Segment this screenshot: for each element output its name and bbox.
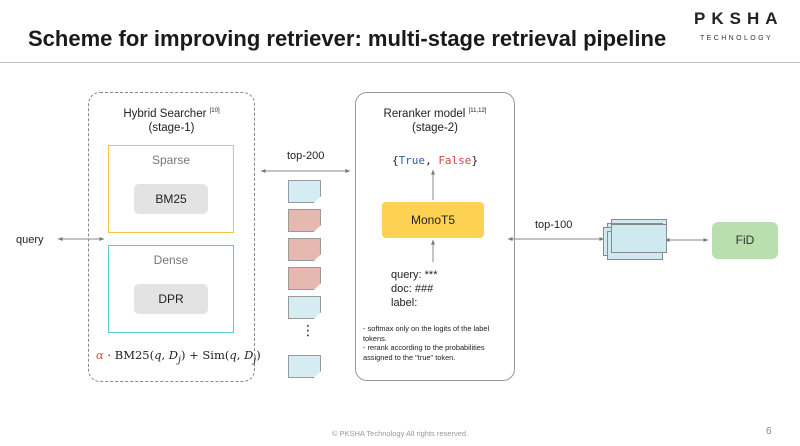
hybrid-searcher-title: Hybrid Searcher [10] (stage-1)	[88, 104, 255, 135]
formula-part: · BM25(	[103, 348, 155, 362]
formula-part: ,	[236, 348, 245, 362]
brace-close: }	[471, 154, 479, 167]
company-logo: PKSHA	[694, 9, 784, 28]
ellipsis-vertical: ⋮	[301, 322, 315, 338]
reranker-input-template: query: *** doc: ### label:	[391, 268, 437, 310]
formula-part: j	[253, 354, 257, 366]
reranker-box	[355, 92, 515, 381]
input-line-label: label:	[391, 297, 418, 309]
separator: ,	[425, 154, 439, 167]
reranked-document	[611, 224, 667, 253]
formula-part: D	[244, 348, 254, 362]
fid-reader-block: FiD	[712, 222, 778, 259]
bm25-block: BM25	[134, 184, 208, 214]
formula-part: ) + Sim(	[181, 348, 230, 362]
sparse-label: Sparse	[151, 153, 191, 167]
reranker-citation: [11,12]	[468, 108, 487, 114]
top-100-label: top-100	[535, 219, 573, 231]
query-label: query	[16, 234, 44, 246]
input-line-query: query: ***	[391, 269, 438, 281]
sparse-retriever-box: Sparse BM25	[108, 145, 234, 233]
input-line-doc: doc: ###	[391, 283, 434, 295]
false-token: False	[438, 154, 472, 167]
reranker-name: Reranker model	[383, 107, 466, 120]
reranker-title: Reranker model [11,12] (stage-2)	[355, 104, 515, 135]
copyright-footer: © PKSHA Technology All rights reserved.	[331, 429, 469, 438]
note-softmax: - softmax only on the logits of the labe…	[363, 324, 490, 343]
candidate-document	[288, 238, 321, 261]
reranker-notes: - softmax only on the logits of the labe…	[363, 324, 513, 362]
brace-open: {	[391, 154, 399, 167]
true-token: True	[398, 154, 426, 167]
stage1-label: (stage-1)	[148, 121, 195, 134]
dense-label: Dense	[153, 253, 189, 267]
company-logo-subtitle: TECHNOLOGY	[700, 35, 774, 42]
top-200-label: top-200	[287, 150, 325, 162]
formula-part: D	[168, 348, 179, 362]
page-number: 6	[766, 426, 772, 437]
candidate-document	[288, 267, 321, 290]
hybrid-score-formula: α · BM25(q, Dj) + Sim(q, Dj)	[96, 348, 261, 366]
monot5-block: MonoT5	[382, 202, 484, 238]
formula-part: ,	[161, 348, 169, 362]
formula-part: q	[154, 348, 162, 362]
candidate-document	[288, 355, 321, 378]
dpr-block: DPR	[134, 284, 208, 314]
title-divider	[0, 62, 800, 63]
formula-part: q	[229, 348, 237, 362]
hybrid-searcher-box	[88, 92, 255, 382]
formula-part: )	[256, 348, 261, 362]
note-rerank: - rerank according to the probabilities …	[363, 343, 485, 362]
hybrid-searcher-citation: [10]	[209, 108, 220, 114]
stage2-label: (stage-2)	[411, 121, 459, 134]
formula-part: j	[178, 354, 181, 366]
label-set: {True, False}	[355, 154, 515, 167]
slide-title: Scheme for improving retriever: multi-st…	[28, 26, 667, 51]
hybrid-searcher-name: Hybrid Searcher	[123, 107, 207, 120]
candidate-document	[288, 209, 321, 232]
candidate-document	[288, 296, 321, 319]
dense-retriever-box: Dense DPR	[108, 245, 234, 333]
formula-alpha: α	[96, 348, 104, 362]
candidate-document	[288, 180, 321, 203]
